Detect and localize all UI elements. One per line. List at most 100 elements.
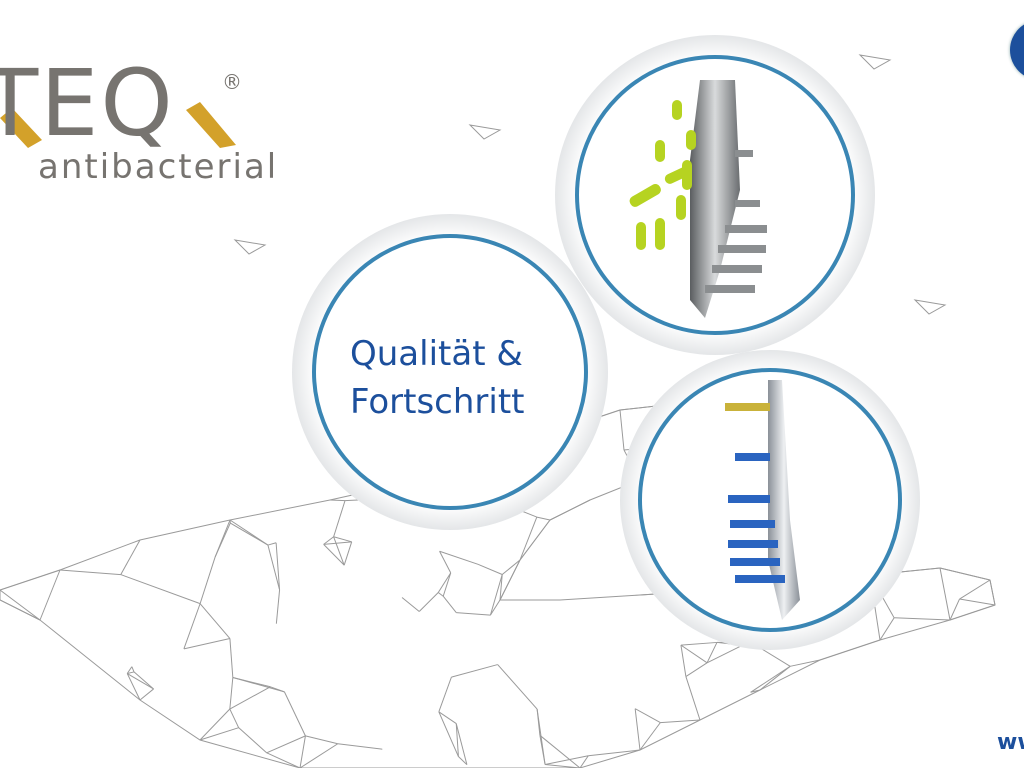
headline-line-1: Qualität & bbox=[350, 334, 523, 374]
mesh-edge bbox=[499, 559, 521, 601]
mesh-edge bbox=[323, 544, 345, 566]
mesh-edge bbox=[949, 604, 996, 621]
mesh-edge bbox=[283, 691, 306, 737]
mesh-edge bbox=[685, 662, 708, 677]
mesh-edge bbox=[126, 666, 133, 674]
mesh-edge bbox=[549, 499, 591, 521]
mesh-edge bbox=[750, 665, 791, 693]
bone-plate-image bbox=[690, 80, 740, 318]
floating-triangle bbox=[858, 54, 892, 70]
mesh-edge bbox=[706, 642, 718, 664]
mesh-edge bbox=[451, 664, 498, 678]
mesh-edge bbox=[199, 708, 231, 741]
mesh-edge bbox=[539, 734, 581, 768]
mesh-edge bbox=[333, 536, 352, 543]
mesh-edge bbox=[267, 544, 281, 591]
mesh-edge bbox=[229, 708, 240, 728]
mesh-edge bbox=[120, 539, 141, 575]
mesh-edge bbox=[455, 723, 459, 757]
mesh-edge bbox=[438, 676, 452, 712]
mesh-edge bbox=[790, 659, 821, 667]
mesh-edge bbox=[939, 567, 951, 621]
mesh-edge bbox=[959, 598, 996, 606]
mesh-edge bbox=[0, 569, 61, 591]
mesh-edge bbox=[229, 677, 234, 710]
mesh-edge bbox=[544, 755, 589, 765]
mesh-edge bbox=[126, 673, 141, 701]
mesh-edge bbox=[634, 708, 661, 724]
mesh-edge bbox=[126, 673, 154, 690]
floating-triangle bbox=[913, 299, 947, 315]
mesh-edge bbox=[680, 644, 708, 664]
mesh-edge bbox=[579, 755, 589, 768]
mesh-edge bbox=[939, 567, 991, 581]
mesh-edge bbox=[458, 756, 468, 766]
mesh-edge bbox=[323, 541, 352, 545]
logo-accent bbox=[0, 102, 236, 148]
mesh-edge bbox=[266, 752, 301, 768]
mesh-edge bbox=[819, 639, 881, 661]
mesh-edge bbox=[519, 516, 538, 561]
mesh-edge bbox=[266, 735, 306, 754]
mesh-edge bbox=[497, 664, 538, 710]
mesh-edge bbox=[238, 727, 268, 754]
mesh-edge bbox=[333, 500, 346, 537]
mesh-edge bbox=[59, 569, 121, 576]
mesh-edge bbox=[438, 711, 459, 757]
website-url[interactable]: ww bbox=[997, 730, 1024, 755]
registered-mark: ® bbox=[222, 70, 242, 94]
mesh-edge bbox=[437, 592, 444, 597]
mesh-edge bbox=[455, 723, 468, 765]
mesh-edge bbox=[439, 551, 452, 574]
implant-screws-circle bbox=[620, 350, 920, 650]
mesh-edge bbox=[634, 708, 641, 751]
mesh-edge bbox=[442, 572, 452, 597]
mesh-edge bbox=[680, 645, 687, 677]
bacteria-image bbox=[629, 100, 696, 250]
mesh-edge bbox=[680, 641, 717, 646]
mesh-edge bbox=[501, 559, 521, 575]
mesh-edge bbox=[437, 572, 452, 593]
mesh-edge bbox=[894, 617, 951, 621]
mesh-edge bbox=[619, 409, 625, 451]
mesh-edge bbox=[879, 617, 895, 641]
mesh-edge bbox=[438, 711, 457, 724]
mesh-edge bbox=[275, 589, 281, 624]
mesh-edge bbox=[133, 671, 154, 690]
mesh-edge bbox=[267, 542, 277, 546]
mesh-edge bbox=[499, 574, 503, 601]
mesh-edge bbox=[949, 598, 960, 621]
mesh-edge bbox=[418, 592, 439, 612]
mesh-edge bbox=[39, 569, 61, 621]
mesh-edge bbox=[139, 688, 154, 701]
mesh-edge bbox=[229, 519, 269, 546]
mesh-edge bbox=[199, 603, 231, 639]
mesh-edge bbox=[489, 574, 503, 616]
mesh-edge bbox=[183, 603, 201, 650]
mesh-edge bbox=[232, 677, 271, 688]
mesh-edge bbox=[439, 550, 479, 565]
mesh-edge bbox=[199, 727, 239, 741]
mesh-edge bbox=[120, 574, 201, 605]
mesh-edge bbox=[519, 519, 551, 561]
mesh-edge bbox=[536, 516, 551, 521]
logo-tagline: antibacterial bbox=[38, 147, 279, 187]
mesh-edge bbox=[329, 499, 346, 502]
mesh-edge bbox=[0, 599, 41, 621]
mesh-edge bbox=[131, 666, 135, 673]
mesh-edge bbox=[229, 638, 234, 678]
mesh-edge bbox=[989, 579, 996, 606]
mesh-edge bbox=[401, 597, 420, 612]
mesh-edge bbox=[127, 671, 135, 674]
antibacterial-plate-circle bbox=[555, 35, 875, 355]
mesh-edge bbox=[275, 542, 281, 590]
mesh-edge bbox=[758, 646, 791, 667]
mesh-edge bbox=[685, 676, 701, 721]
mesh-edge bbox=[333, 536, 345, 566]
mesh-edge bbox=[337, 743, 383, 750]
mesh-edge bbox=[343, 541, 353, 566]
mesh-edge bbox=[539, 735, 546, 765]
mesh-edge bbox=[299, 743, 339, 768]
corner-logo-badge bbox=[1010, 20, 1024, 80]
